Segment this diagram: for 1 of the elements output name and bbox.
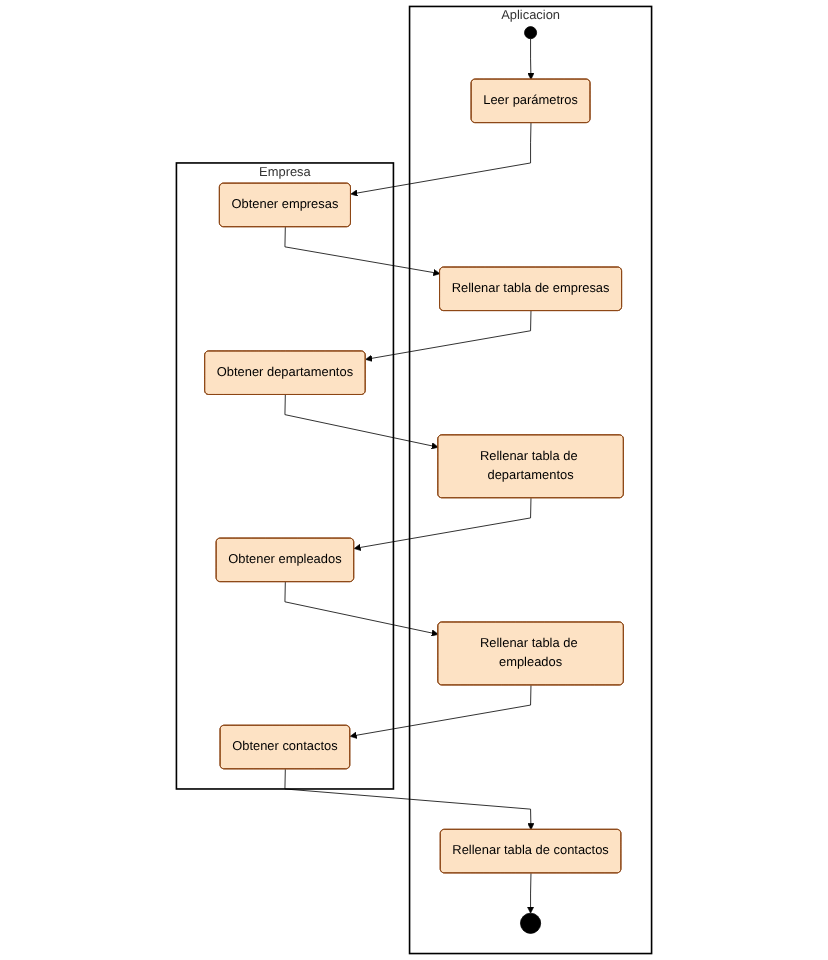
node-circle bbox=[524, 26, 538, 40]
